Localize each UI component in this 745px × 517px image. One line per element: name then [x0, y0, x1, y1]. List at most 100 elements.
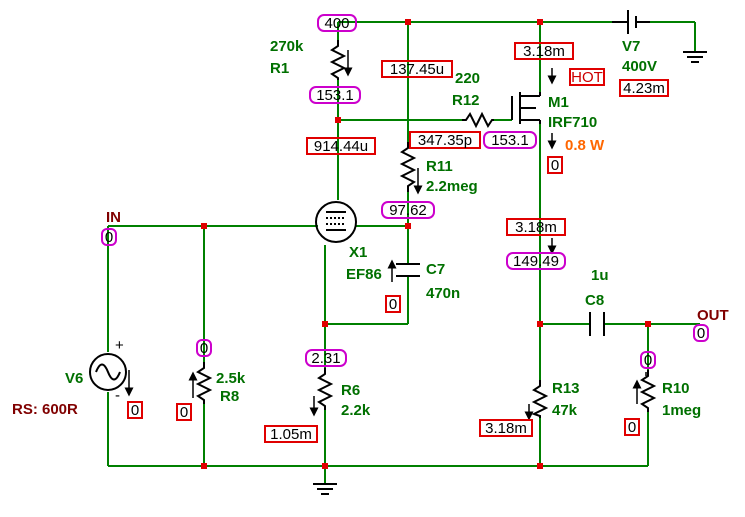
junction [537, 463, 543, 469]
voltage-box[interactable] [640, 351, 656, 369]
voltage-m1-gate: 153.1 [491, 132, 529, 149]
r6-name: R6 [341, 382, 360, 399]
junction [322, 321, 328, 327]
current-box[interactable] [264, 425, 318, 443]
voltage-out: 0 [697, 325, 705, 342]
voltage-cathode: 2.31 [311, 350, 340, 367]
voltage-box[interactable] [317, 14, 357, 32]
voltage-r10-top: 0 [644, 352, 652, 369]
minus-sign: - [115, 387, 120, 404]
voltage-box[interactable] [196, 339, 212, 357]
junction [645, 321, 651, 327]
r13-value: 47k [552, 402, 578, 419]
current-box[interactable] [479, 419, 533, 437]
resistor-r6[interactable] [316, 368, 334, 410]
junctions [201, 19, 651, 469]
tube-x1[interactable] [315, 201, 357, 243]
current-probes: 137.45u 347.35p 914.44u 3.18m 4.23m 0 0 … [127, 42, 669, 443]
resistor-r11[interactable] [399, 142, 417, 192]
voltage-probes: 400 153.1 153.1 97.62 0 0 2.31 149.49 0 … [101, 14, 709, 369]
current-r8: 0 [180, 404, 188, 421]
v7-value: 400V [622, 58, 657, 75]
node-out-label: OUT [697, 307, 729, 324]
v6-name: V6 [65, 370, 83, 387]
current-m1-gate: 0 [551, 157, 559, 174]
r11-value: 2.2meg [426, 178, 478, 195]
v7-name: V7 [622, 38, 640, 55]
junction [201, 223, 207, 229]
hot-badge [569, 68, 605, 86]
c7-value: 470n [426, 285, 460, 302]
current-box[interactable] [506, 218, 566, 236]
v6-rs-label: RS: 600R [12, 401, 78, 418]
voltage-box[interactable] [101, 228, 117, 246]
m1-hot-label: HOT [571, 69, 603, 86]
x1-name: X1 [349, 244, 367, 261]
voltage-box[interactable] [693, 324, 709, 342]
r1-name: R1 [270, 60, 289, 77]
ground-icon [313, 483, 337, 495]
junction [335, 117, 341, 123]
m1-model: IRF710 [548, 114, 597, 131]
voltage-box[interactable] [305, 349, 347, 367]
current-r6: 1.05m [270, 426, 312, 443]
voltage-r1-bottom: 153.1 [316, 87, 354, 104]
ground-icon [683, 51, 707, 63]
current-box[interactable] [381, 60, 453, 78]
resistor-r12[interactable] [462, 111, 494, 129]
voltage-box[interactable] [506, 252, 566, 270]
current-box[interactable] [127, 401, 143, 419]
r12-name: R12 [452, 92, 480, 109]
r10-value: 1meg [662, 402, 701, 419]
sine-icon [95, 363, 121, 381]
current-r12: 347.35p [418, 132, 472, 149]
resistor-r10[interactable] [639, 370, 657, 412]
m1-name: M1 [548, 94, 569, 111]
node-in-label: IN [106, 209, 121, 226]
r10-name: R10 [662, 380, 690, 397]
voltage-box[interactable] [381, 201, 435, 219]
current-r13: 3.18m [485, 420, 527, 437]
resistor-r13[interactable] [531, 380, 549, 418]
current-r10: 0 [628, 419, 636, 436]
voltage-source: 149.49 [513, 253, 559, 270]
junction [405, 19, 411, 25]
current-c7: 0 [389, 296, 397, 313]
current-box[interactable] [547, 156, 563, 174]
junction [322, 463, 328, 469]
c8-value: 1u [591, 267, 609, 284]
r13-name: R13 [552, 380, 580, 397]
voltage-input: 0 [105, 229, 113, 246]
x1-model: EF86 [346, 266, 382, 283]
r6-value: 2.2k [341, 402, 371, 419]
r12-value: 220 [455, 70, 480, 87]
junction [405, 223, 411, 229]
current-plate: 914.44u [314, 138, 368, 155]
resistor-r1[interactable] [329, 40, 347, 80]
voltage-box[interactable] [309, 86, 361, 104]
r1-value: 270k [270, 38, 304, 55]
ac-source-v6[interactable] [89, 353, 127, 391]
current-box[interactable] [385, 295, 401, 313]
r8-value: 2.5k [216, 370, 246, 387]
current-box[interactable] [514, 42, 574, 60]
current-box[interactable] [409, 131, 481, 149]
r8-name: R8 [220, 388, 239, 405]
junction [537, 321, 543, 327]
potentiometer-r8[interactable] [195, 362, 213, 404]
r11-name: R11 [426, 158, 453, 175]
plus-sign: + [115, 337, 124, 354]
junction [537, 19, 543, 25]
m1-power-label: 0.8 W [565, 137, 605, 154]
current-box[interactable] [624, 418, 640, 436]
voltage-box[interactable] [483, 131, 537, 149]
current-box[interactable] [176, 403, 192, 421]
wires [107, 21, 700, 484]
current-box[interactable] [306, 137, 376, 155]
current-box[interactable] [619, 79, 669, 97]
current-source: 3.18m [515, 219, 557, 236]
voltage-b-plus: 400 [324, 15, 349, 32]
c7-name: C7 [426, 261, 445, 278]
